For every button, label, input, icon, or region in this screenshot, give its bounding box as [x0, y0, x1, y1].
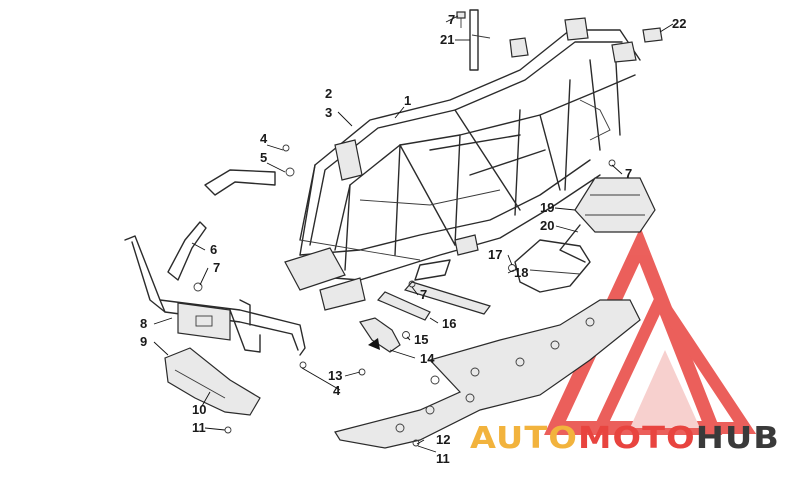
rear-plate-19	[559, 177, 656, 263]
callout-4-upper: 4	[260, 131, 268, 146]
callout-2: 2	[325, 86, 332, 101]
watermark-auto: AUTO	[470, 421, 578, 456]
callout-8: 8	[140, 316, 147, 331]
main-frame	[284, 17, 641, 311]
callout-4-lower: 4	[333, 383, 341, 398]
callout-20: 20	[540, 218, 554, 233]
callout-7-center: 7	[420, 287, 427, 302]
bracket-14	[359, 317, 410, 353]
strap-21	[469, 9, 491, 71]
callout-14: 14	[420, 351, 435, 366]
skid-plate-main	[334, 299, 641, 449]
callout-7-left: 7	[213, 260, 220, 275]
callout-16: 16	[442, 316, 456, 331]
callout-13: 13	[328, 368, 342, 383]
callout-9: 9	[140, 334, 147, 349]
callout-11-bottom: 11	[436, 451, 450, 466]
callout-1: 1	[404, 93, 411, 108]
callout-10: 10	[192, 402, 206, 417]
callout-3: 3	[325, 105, 332, 120]
callout-21: 21	[440, 32, 454, 47]
leader-lines	[153, 15, 674, 453]
tag-22	[642, 27, 663, 43]
callout-19: 19	[540, 200, 554, 215]
callout-7-top: 7	[448, 12, 455, 27]
callout-12: 12	[436, 432, 450, 447]
bolt-7-top	[456, 11, 466, 28]
callout-17: 17	[488, 247, 502, 262]
callout-22: 22	[672, 16, 686, 31]
callout-6: 6	[210, 242, 217, 257]
brace-6	[167, 221, 207, 281]
callout-15: 15	[414, 332, 428, 347]
callout-11-left: 11	[192, 420, 206, 435]
skid-plate-front-9	[164, 347, 261, 434]
callout-labels: 1 2 3 4 5 6 7 7 7 7 8 9 10 11 11 12 13 4…	[140, 12, 686, 466]
watermark-moto: MOTO	[578, 421, 696, 456]
front-bumper-8	[124, 235, 306, 356]
callout-18: 18	[514, 265, 528, 280]
bracket-5	[204, 167, 295, 196]
watermark-hub: HUB	[696, 421, 780, 456]
foot-plates-16	[377, 281, 491, 321]
callout-7-right: 7	[625, 166, 632, 181]
callout-5: 5	[260, 150, 267, 165]
